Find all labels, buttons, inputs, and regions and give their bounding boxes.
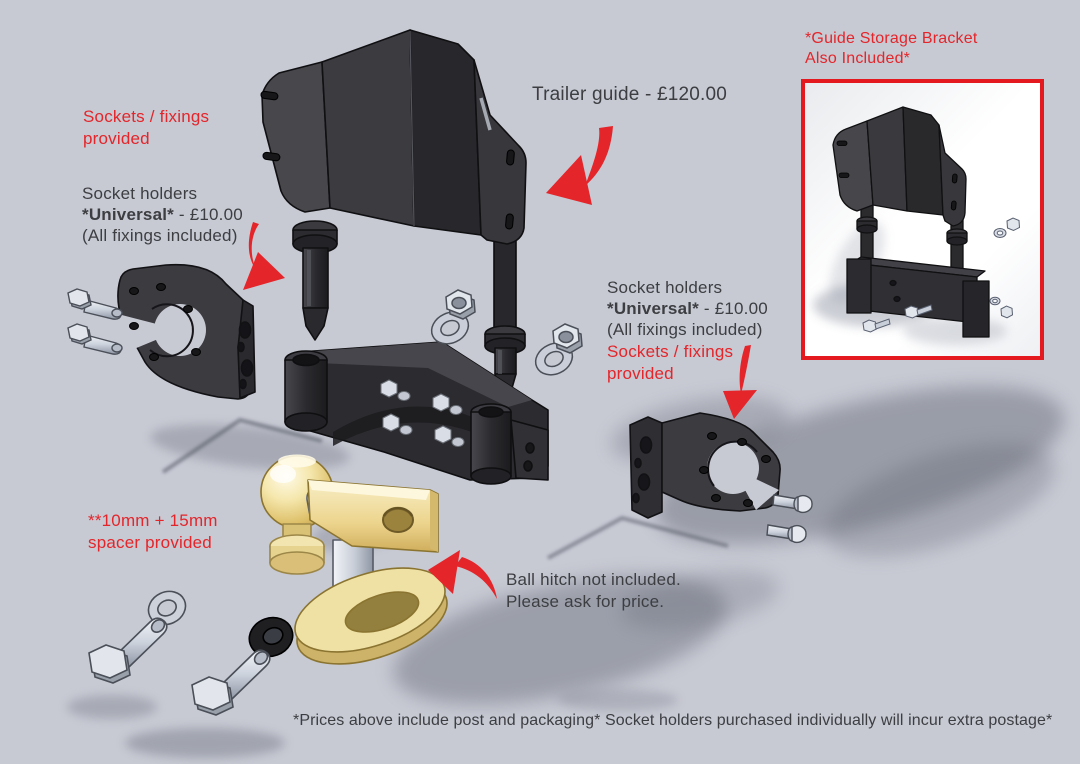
ball-hitch-line1: Ball hitch not included.	[506, 570, 681, 589]
trailer-guide-price-label: Trailer guide - £120.00	[532, 84, 728, 105]
left-socket-holders-label: Socket holders *Universal* - £10.00 (All…	[82, 183, 243, 246]
right-socket-holders-label: Socket holders *Universal* - £10.00 (All…	[607, 277, 768, 340]
bolts-right-render	[766, 494, 813, 544]
red-arrow-trailer-guide	[546, 126, 613, 205]
socket-holder-right-render	[629, 412, 781, 519]
socket-holder-left-render	[117, 263, 256, 400]
spacer-line1: **10mm + 15mm	[88, 511, 218, 530]
crossbar-nuts	[380, 379, 465, 447]
trailer-guide-render	[260, 29, 527, 399]
right-fixings-line2: provided	[607, 364, 674, 383]
washers-bolts-bottom-render	[88, 590, 271, 716]
hex-nuts-washers-render	[430, 289, 583, 376]
socket-holders-title: Socket holders	[607, 278, 723, 297]
red-arrow-left-socket-holder	[243, 222, 285, 290]
rubber-oring	[248, 616, 294, 658]
mounting-crossbar-render	[284, 341, 549, 485]
inset-caption: *Guide Storage Bracket Also Included*	[805, 29, 978, 69]
socket-holders-universal: *Universal*	[607, 299, 699, 318]
socket-holders-title: Socket holders	[82, 184, 198, 203]
socket-holders-price-line: *Universal* - £10.00	[607, 298, 768, 319]
socket-holders-universal: *Universal*	[82, 205, 174, 224]
right-fixings-note: Sockets / fixings provided	[607, 341, 733, 385]
socket-holders-price: - £10.00	[173, 205, 243, 224]
red-arrow-right-socket-holder	[723, 345, 757, 419]
socket-holders-fixings-line: (All fixings included)	[82, 226, 238, 245]
spacer-line2: spacer provided	[88, 533, 212, 552]
left-fixings-line2: provided	[83, 129, 150, 148]
inset-caption-line2: Also Included*	[805, 50, 911, 67]
inset-storage-bracket-panel	[801, 79, 1044, 360]
spacer-note: **10mm + 15mm spacer provided	[88, 510, 218, 554]
right-fixings-line1: Sockets / fixings	[607, 342, 734, 361]
inset-render	[813, 106, 1021, 345]
inset-caption-line1: *Guide Storage Bracket	[805, 30, 978, 47]
ball-hitch-note: Ball hitch not included. Please ask for …	[506, 569, 681, 613]
guide-pin-left	[292, 220, 338, 341]
left-fixings-note: Sockets / fixings provided	[83, 106, 209, 150]
ball-hitch-line2: Please ask for price.	[506, 592, 665, 611]
socket-holders-price-line: *Universal* - £10.00	[82, 204, 243, 225]
socket-holders-price: - £10.00	[698, 299, 768, 318]
ball-hitch-render	[248, 454, 448, 665]
red-arrow-ball-hitch	[428, 550, 497, 599]
bolts-left-render	[67, 288, 123, 355]
footer-pricing-note: *Prices above include post and packaging…	[293, 712, 1053, 729]
left-fixings-line1: Sockets / fixings	[83, 107, 210, 126]
socket-holders-fixings-line: (All fixings included)	[607, 320, 763, 339]
